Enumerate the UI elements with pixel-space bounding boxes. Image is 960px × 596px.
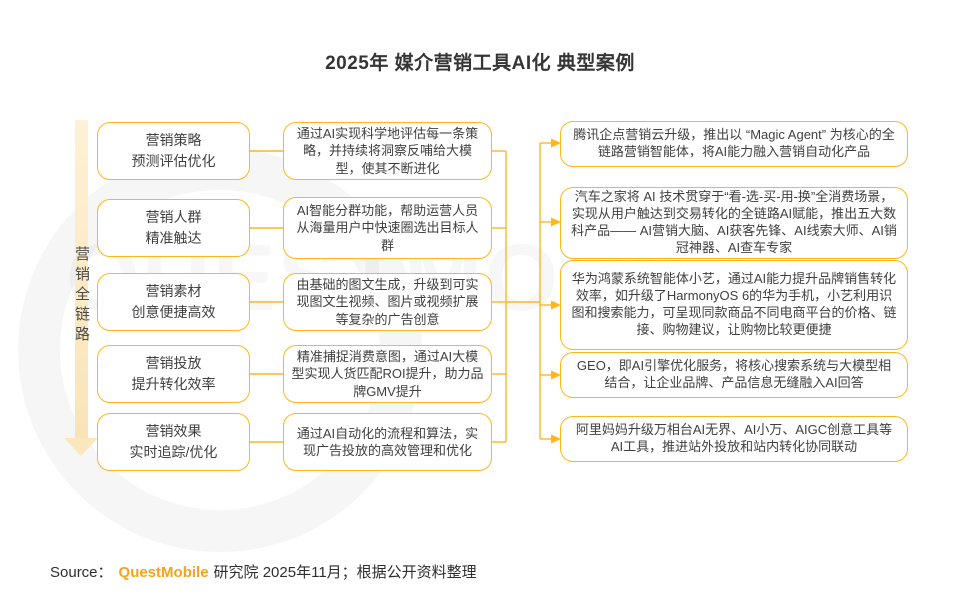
chain-arrow-shaft [75, 120, 88, 438]
stage-box-creative: 营销素材创意便捷高效 [97, 273, 250, 331]
chain-label: 营销全链路 [73, 246, 90, 346]
case-text: 腾讯企点营销云升级，推出以 “Magic Agent” 为核心的全链路营销智能体… [573, 127, 895, 159]
approach-box: 通过AI实现科学地评估每一条策略，并持续将洞察反哺给大模型，使其不断进化 [283, 122, 492, 180]
case-text: 阿里妈妈升级万相台AI无界、AI小万、AIGC创意工具等AI工具，推进站外投放和… [575, 422, 893, 454]
stage-box-effect: 营销效果实时追踪/优化 [97, 413, 250, 471]
stage-line: 实时追踪/优化 [129, 444, 218, 460]
stage-box-delivery: 营销投放提升转化效率 [97, 345, 250, 403]
approach-box: AI智能分群功能，帮助运营人员从海量用户中快速圈选出目标人群 [283, 197, 492, 259]
case-box-tencent: 腾讯企点营销云升级，推出以 “Magic Agent” 为核心的全链路营销智能体… [560, 121, 908, 167]
stage-box-audience: 营销人群精准触达 [97, 199, 250, 257]
source-label: Source： [50, 564, 113, 581]
source-rest: 研究院 2025年11月；根据公开资料整理 [213, 564, 477, 581]
stage-line: 创意便捷高效 [131, 304, 216, 320]
stage-line: 营销投放 [145, 355, 202, 371]
stage-line: 预测评估优化 [131, 153, 216, 169]
approach-box: 精准捕捉消费意图，通过AI大模型实现人货匹配ROI提升，助力品牌GMV提升 [283, 345, 492, 403]
approach-box: 由基础的图文生成，升级到可实现图文生视频、图片或视频扩展等复杂的广告创意 [283, 273, 492, 331]
approach-text: 通过AI自动化的流程和算法，实现广告投放的高效管理和优化 [296, 425, 479, 458]
approach-text: AI智能分群功能，帮助运营人员从海量用户中快速圈选出目标人群 [296, 203, 479, 253]
case-box-geo: GEO，即AI引擎优化服务，将核心搜索系统与大模型相结合，让企业品牌、产品信息无… [560, 352, 908, 398]
case-box-huawei: 华为鸿蒙系统智能体小艺，通过AI能力提升品牌销售转化效率，如升级了Harmony… [560, 260, 908, 350]
case-box-alimama: 阿里妈妈升级万相台AI无界、AI小万、AIGC创意工具等AI工具，推进站外投放和… [560, 416, 908, 462]
approach-text: 精准捕捉消费意图，通过AI大模型实现人货匹配ROI提升，助力品牌GMV提升 [291, 349, 484, 399]
stage-line: 精准触达 [145, 230, 202, 246]
stage-line: 提升转化效率 [131, 376, 216, 392]
down-arrow-icon [64, 438, 98, 456]
page-title: 2025年 媒介营销工具AI化 典型案例 [325, 53, 635, 74]
stage-box-strategy: 营销策略预测评估优化 [97, 122, 250, 180]
case-text: GEO，即AI引擎优化服务，将核心搜索系统与大模型相结合，让企业品牌、产品信息无… [576, 358, 892, 390]
stage-line: 营销素材 [145, 283, 202, 299]
case-text: 汽车之家将 AI 技术贯穿于“看-选-买-用-换”全消费场景，实现从用户触达到交… [571, 189, 897, 255]
approach-text: 通过AI实现科学地评估每一条策略，并持续将洞察反哺给大模型，使其不断进化 [296, 126, 479, 176]
case-text: 华为鸿蒙系统智能体小艺，通过AI能力提升品牌销售转化效率，如升级了Harmony… [571, 271, 897, 337]
approach-box: 通过AI自动化的流程和算法，实现广告投放的高效管理和优化 [283, 413, 492, 471]
approach-text: 由基础的图文生成，升级到可实现图文生视频、图片或视频扩展等复杂的广告创意 [296, 277, 479, 327]
stage-line: 营销策略 [145, 132, 202, 148]
case-box-autohome: 汽车之家将 AI 技术贯穿于“看-选-买-用-换”全消费场景，实现从用户触达到交… [560, 187, 908, 259]
brand-name: QuestMobile [118, 564, 209, 581]
stage-line: 营销人群 [145, 209, 202, 225]
stage-line: 营销效果 [145, 423, 202, 439]
